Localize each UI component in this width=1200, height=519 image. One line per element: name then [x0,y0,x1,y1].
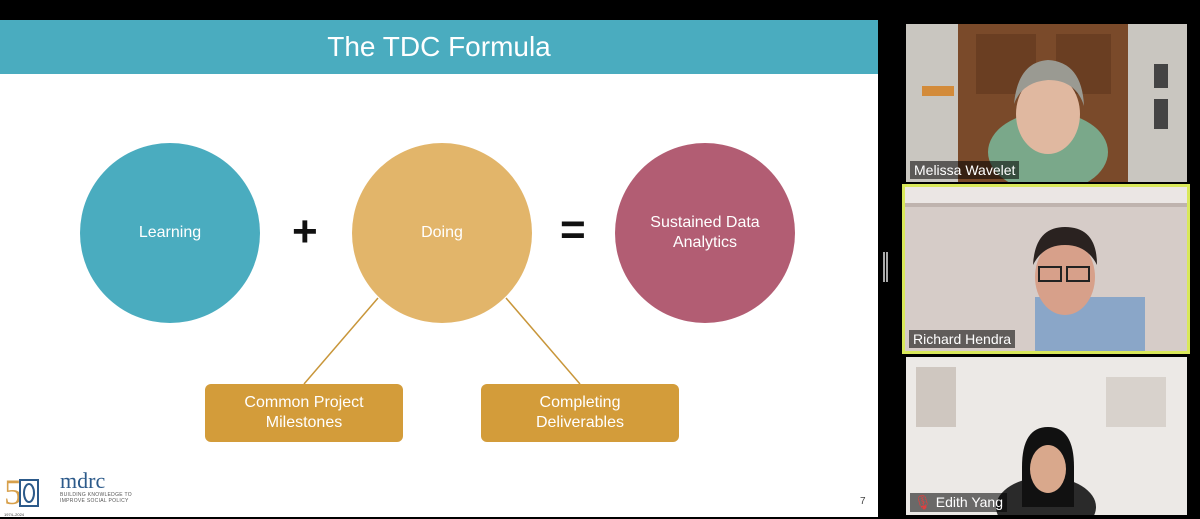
sustained-analytics-circle: Sustained Data Analytics [615,143,795,323]
connector-left [303,297,379,385]
participant-name: Richard Hendra [909,330,1016,348]
connector-lines [303,297,581,385]
top-bar [0,0,880,20]
logo-years: 1974–2024 [4,512,25,517]
participant-name: Melissa Wavelet [910,161,1020,179]
learning-circle: Learning [80,143,260,323]
panel-resize-handle[interactable] [883,252,888,282]
participant-name-text: Edith Yang [935,494,1003,510]
learning-label: Learning [138,224,202,241]
fifty-years-mark: 5 [4,472,39,512]
logo-brand: mdrc [60,468,106,493]
participant-tile[interactable]: Melissa Wavelet [906,24,1187,182]
logo-five: 5 [4,472,22,512]
participant-name: 🎙︎Edith Yang [910,493,1007,512]
sustained-analytics-label: Sustained Data Analytics [650,214,760,251]
logo-tagline: BUILDING KNOWLEDGE TO IMPROVE SOCIAL POL… [60,492,132,504]
doing-circle: Doing [352,143,532,323]
participant-tile[interactable]: 🎙︎Edith Yang [906,357,1187,515]
title-band: The TDC Formula [0,20,878,74]
mdrc-logo: 5 1974–2024 mdrc BUILDING KNOWLEDGE TO I… [4,468,134,517]
doing-label: Doing [421,224,463,241]
deliverables-box: Completing Deliverables [481,384,679,442]
deliverables-label: Completing Deliverables [535,394,625,431]
slide-number: 7 [860,496,866,507]
equals-sign: = [560,205,586,254]
connector-right [505,297,581,385]
presentation-slide: The TDC Formula Learning + Doing = Susta… [0,20,878,517]
video-feed [906,24,1187,182]
participant-tile-active-speaker[interactable]: Richard Hendra [902,184,1190,354]
plus-sign: + [292,207,318,256]
video-feed [906,357,1187,515]
slide-title: The TDC Formula [327,31,551,62]
milestones-box: Common Project Milestones [205,384,403,442]
video-feed [905,187,1187,351]
mic-muted-icon: 🎙︎ [914,494,932,510]
milestones-label: Common Project Milestones [244,394,364,431]
